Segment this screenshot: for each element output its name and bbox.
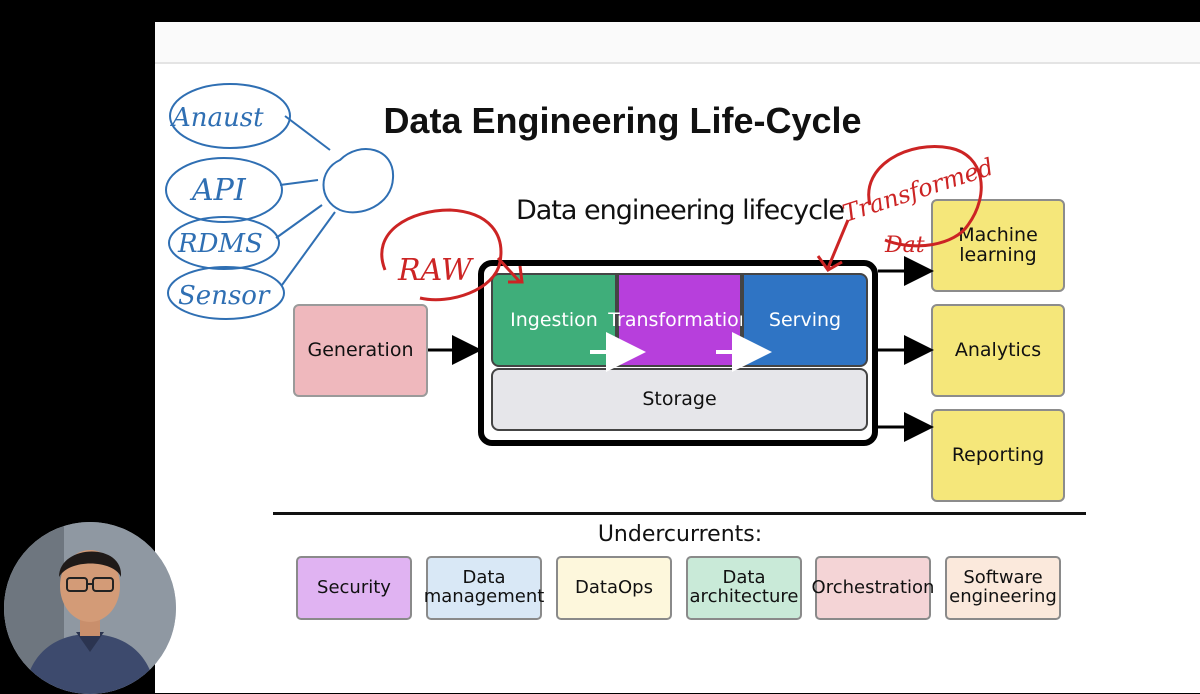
annotation-transformed-circle [867, 145, 983, 248]
undercurrent-security: Security [296, 556, 412, 620]
undercurrent-data-architecture: Data architecture [686, 556, 802, 620]
undercurrents-divider [273, 512, 1086, 515]
analytics-box: Analytics [931, 304, 1065, 397]
undercurrents-title: Undercurrents: [597, 522, 763, 547]
annotation-source-label: Anaust [170, 103, 264, 133]
undercurrent-data-management: Data management [424, 556, 544, 620]
annotation-source-ellipse [165, 157, 283, 223]
annotation-raw-arrow [496, 256, 524, 284]
undercurrent-dataops: DataOps [556, 556, 672, 620]
annotation-raw-circle [380, 208, 503, 302]
machine-learning-box: Machine learning [931, 199, 1065, 292]
annotation-raw-label: RAW [397, 253, 474, 288]
annotation-connector [284, 115, 331, 151]
annotation-connector [279, 179, 319, 186]
annotation-connector [281, 211, 336, 286]
annotation-source-label: API [189, 173, 247, 208]
undercurrent-software-engineering: Software engineering [945, 556, 1061, 620]
annotation-source-label: Sensor [178, 281, 271, 311]
annotation-connector [275, 204, 323, 239]
slide-title: Data Engineering Life-Cycle [383, 100, 862, 141]
generation-box: Generation [293, 304, 428, 397]
annotation-source-ellipse [168, 216, 280, 270]
annotation-source-ellipse [169, 83, 291, 149]
undercurrent-orchestration: Orchestration [812, 556, 934, 620]
reporting-box: Reporting [931, 409, 1065, 502]
storage-box: Storage [491, 368, 868, 431]
annotation-transformed-label-2: Dat [884, 233, 925, 258]
annotation-source-label: RDMS [177, 229, 263, 259]
annotation-transformed-arrow [816, 219, 850, 272]
annotation-hub-circle [322, 148, 395, 214]
diagram-subtitle: Data engineering lifecycle [515, 195, 845, 226]
presenter-webcam [4, 522, 176, 694]
annotation-source-ellipse [167, 266, 285, 320]
slide-top-bar [155, 22, 1200, 64]
